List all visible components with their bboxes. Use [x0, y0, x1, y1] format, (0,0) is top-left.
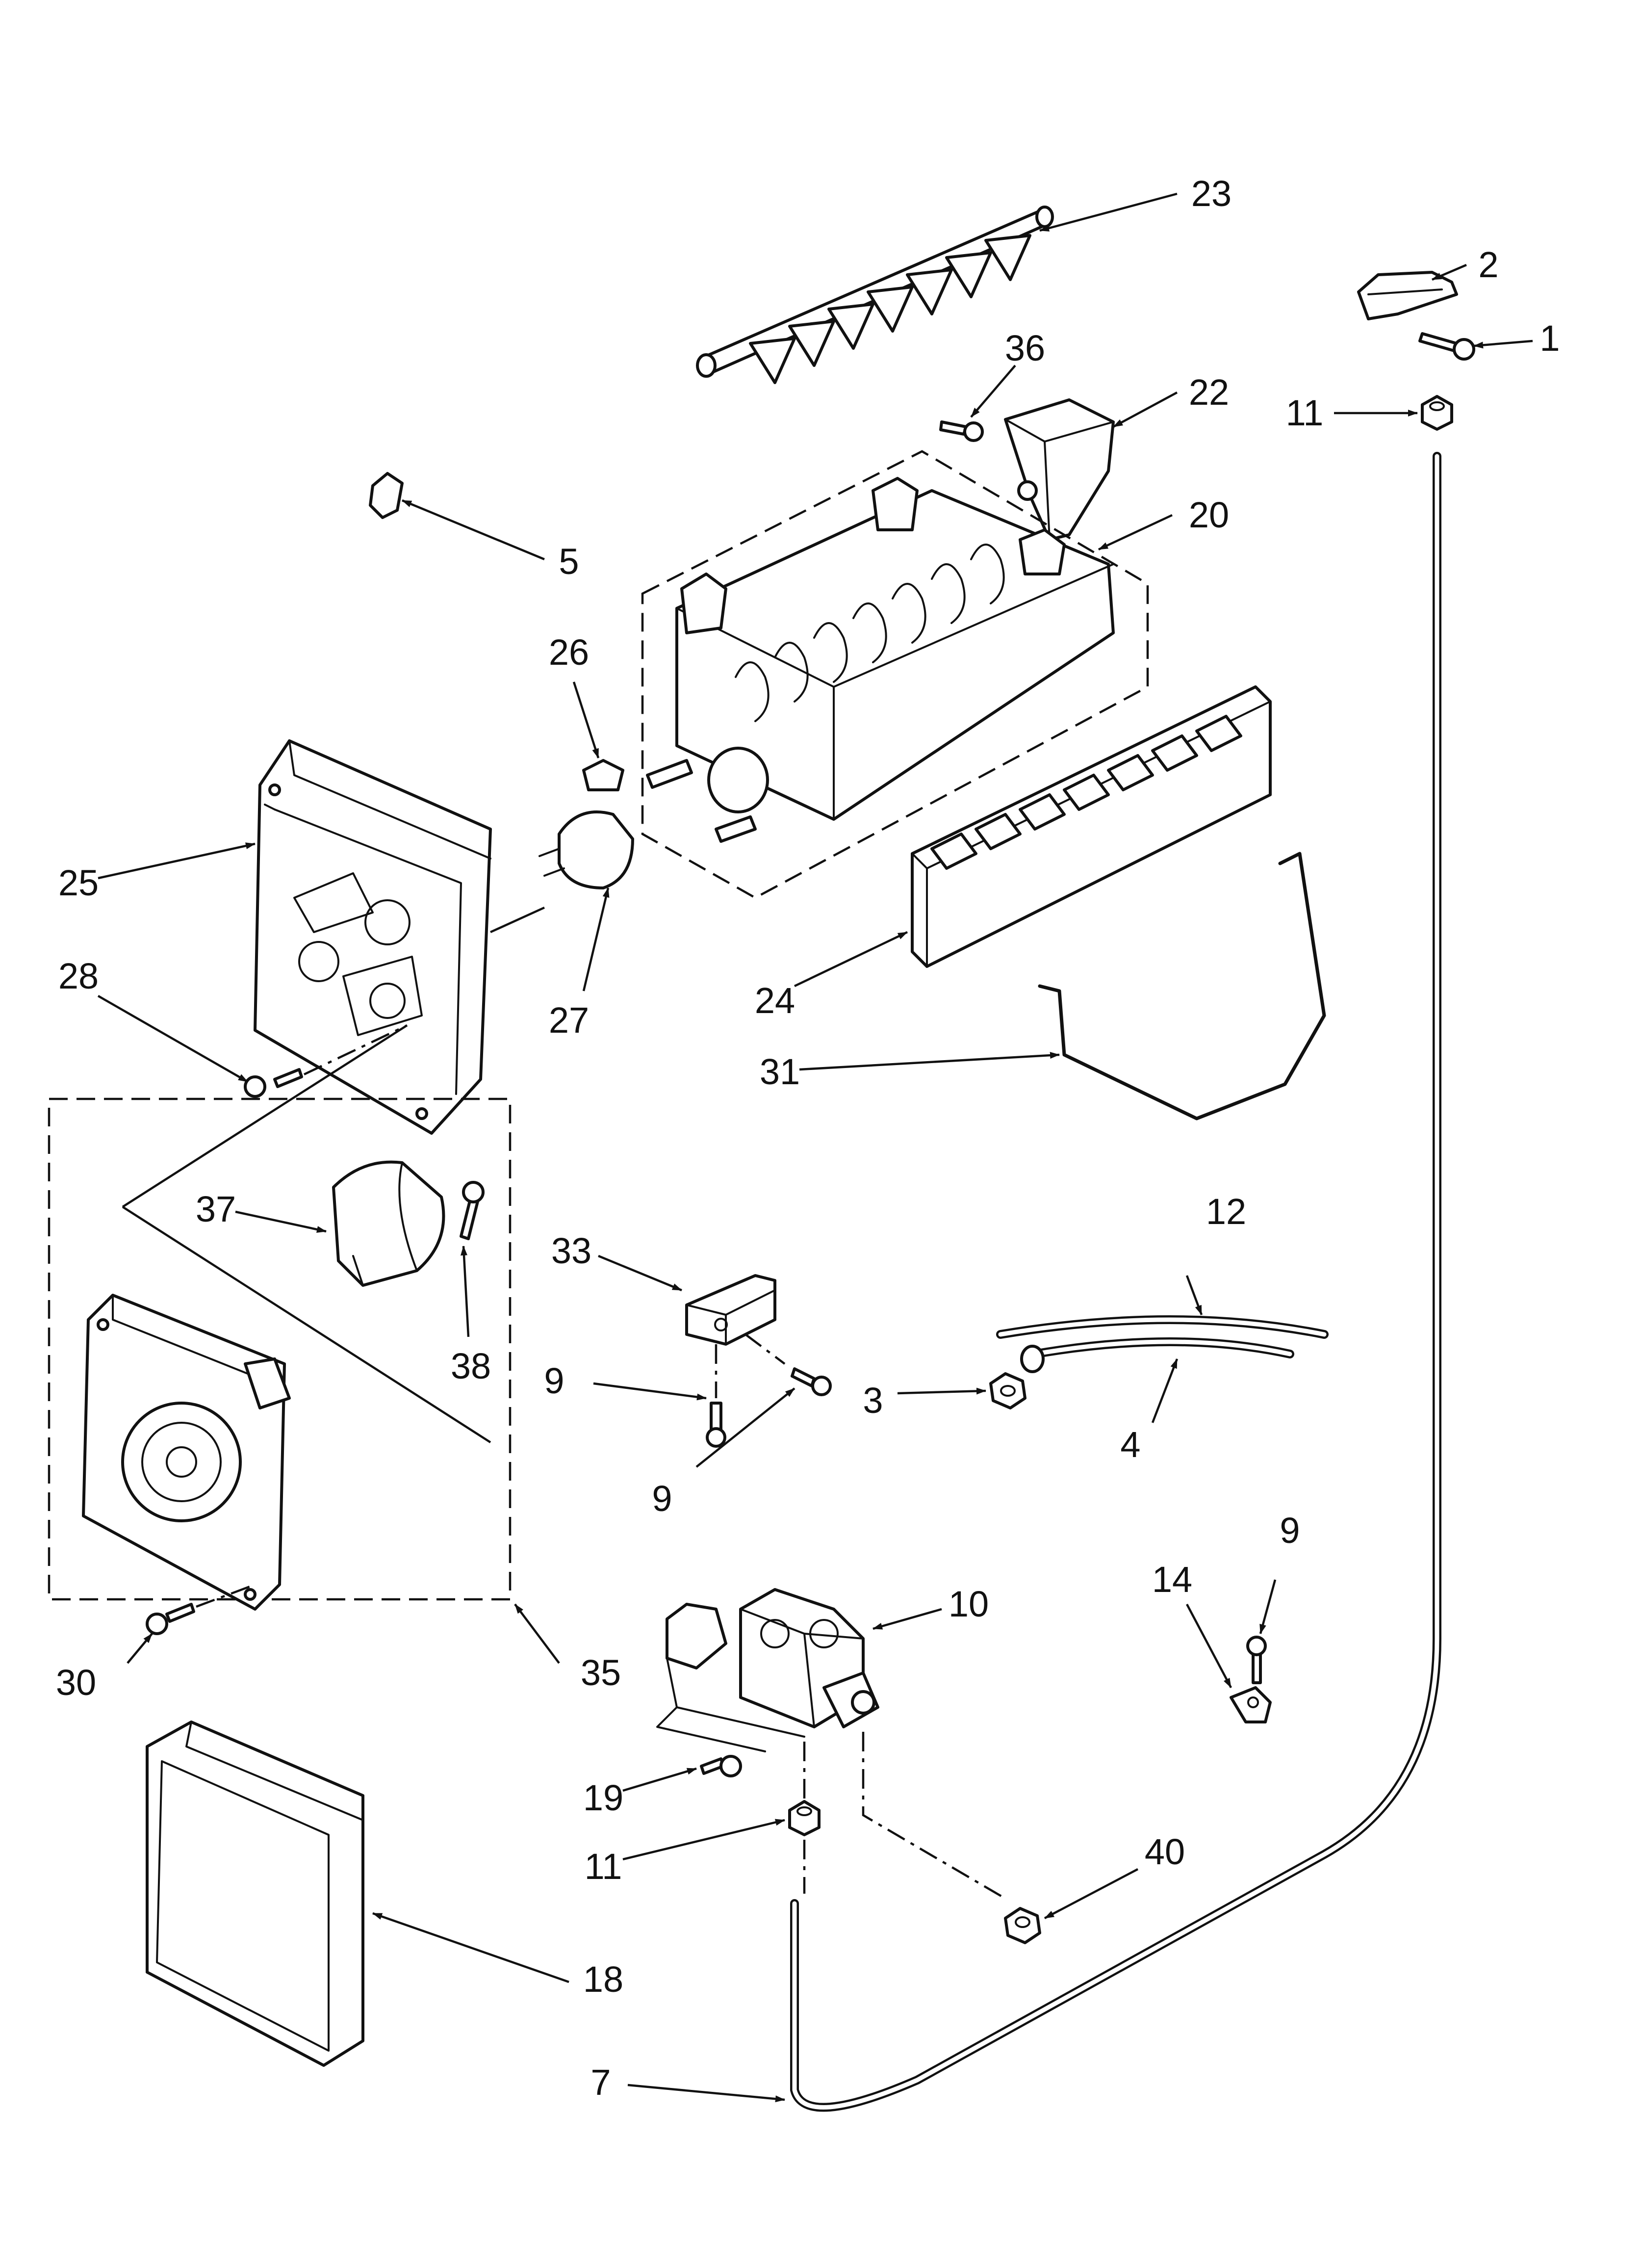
part-23-ejector	[696, 206, 1054, 384]
callout-22: 22	[1188, 372, 1230, 413]
part-36-screw	[939, 420, 984, 442]
part-5-clip	[369, 472, 404, 519]
part-33-bracket	[685, 1274, 776, 1346]
callout-9-right: 9	[1280, 1510, 1300, 1551]
part-2-bracket	[1357, 271, 1458, 320]
callout-33: 33	[551, 1230, 592, 1271]
leader-lines	[97, 192, 1533, 2103]
callout-38: 38	[450, 1346, 491, 1386]
valve-axis-40	[862, 1732, 1006, 1900]
screw-30-axis	[196, 1583, 256, 1608]
part-19-screw	[700, 1755, 742, 1777]
part-40-nut	[1004, 1907, 1041, 1944]
callout-20: 20	[1188, 495, 1230, 535]
part-18-foam	[146, 1721, 364, 2067]
callout-31: 31	[759, 1051, 800, 1092]
part-31-bail-arm	[1038, 852, 1326, 1121]
callout-28: 28	[58, 956, 99, 996]
part-28-screw	[244, 1068, 303, 1098]
part-1-screw	[1418, 332, 1475, 361]
callout-1: 1	[1539, 318, 1560, 359]
part-26-clip	[582, 759, 624, 791]
callout-4: 4	[1120, 1424, 1141, 1465]
part-9-screw-a	[706, 1402, 726, 1448]
screw-9b-axis	[744, 1333, 786, 1365]
callout-10: 10	[948, 1584, 989, 1624]
callout-18: 18	[583, 1959, 624, 2000]
callout-12: 12	[1206, 1191, 1247, 1232]
callout-24: 24	[754, 980, 795, 1021]
callout-5: 5	[559, 541, 579, 582]
part-11-nut-lower	[788, 1800, 821, 1836]
callout-3: 3	[863, 1380, 883, 1421]
part-35-module	[82, 1294, 291, 1611]
callout-2: 2	[1478, 244, 1499, 285]
callout-27: 27	[548, 1000, 590, 1041]
callout-19: 19	[583, 1777, 624, 1818]
callout-25: 25	[58, 862, 99, 903]
part-22-cover	[1004, 398, 1115, 541]
part-38-screw	[460, 1181, 485, 1240]
callout-35: 35	[580, 1652, 621, 1693]
callout-26: 26	[548, 632, 590, 673]
part-27-thermostat	[539, 810, 634, 889]
part-12-tube	[996, 1315, 1329, 1339]
part-4-tube	[1020, 1337, 1294, 1373]
part-37-motor	[332, 1160, 445, 1287]
part-24-stripper	[911, 685, 1272, 968]
part-20-mold	[646, 477, 1115, 843]
part-11-nut-top	[1421, 395, 1453, 431]
callout-9-left: 9	[544, 1360, 564, 1401]
callout-40: 40	[1144, 1831, 1185, 1872]
part-25-housing	[254, 739, 492, 1135]
part-7-tube	[790, 452, 1441, 2112]
callout-11-lower: 11	[584, 1846, 622, 1887]
callout-9-mid: 9	[652, 1478, 672, 1519]
callout-30: 30	[55, 1662, 97, 1703]
callout-14: 14	[1152, 1559, 1193, 1600]
part-9-screw-b	[791, 1367, 832, 1396]
screw-28-axis	[304, 1024, 408, 1076]
callout-36: 36	[1004, 328, 1046, 368]
callout-7: 7	[590, 2062, 611, 2103]
callout-23: 23	[1191, 173, 1232, 214]
part-9-screw-c	[1246, 1636, 1267, 1684]
callout-37: 37	[195, 1189, 236, 1229]
callout-11-top: 11	[1285, 392, 1324, 433]
part-10-valve	[656, 1588, 879, 1752]
part-3-nut	[989, 1372, 1026, 1409]
part-14-clamp	[1230, 1686, 1272, 1723]
part-35-outline	[48, 1097, 512, 1601]
mold-assembly-outline	[641, 450, 1149, 899]
part-30-screw	[146, 1603, 195, 1635]
